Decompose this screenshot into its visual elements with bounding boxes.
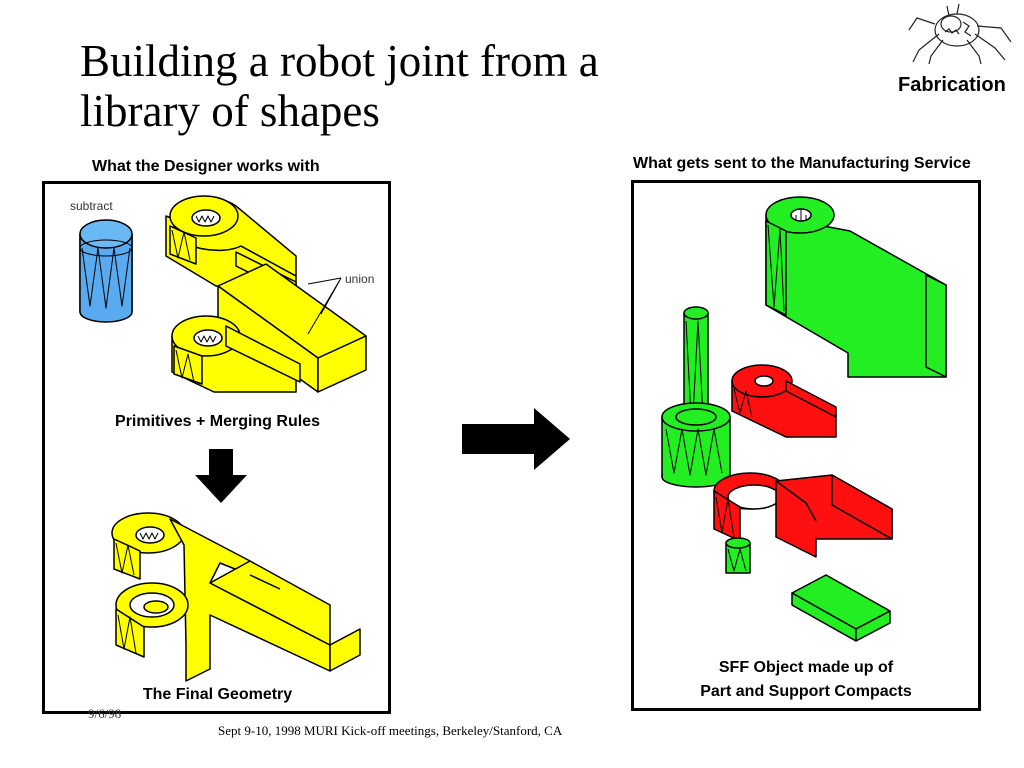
- lower-link: [171, 315, 301, 393]
- green-cylinder: [661, 402, 731, 488]
- down-arrow-icon: [195, 449, 247, 503]
- section-label: Fabrication: [898, 74, 1006, 96]
- red-link-lower: [713, 472, 893, 558]
- green-support-small: [791, 574, 891, 642]
- subtract-label: subtract: [70, 199, 113, 213]
- left-panel-header: What the Designer works with: [92, 158, 320, 175]
- footer-text: Sept 9-10, 1998 MURI Kick-off meetings, …: [218, 723, 563, 738]
- slide-title: Building a robot joint from a library of…: [80, 36, 599, 136]
- green-plug: [725, 537, 751, 574]
- manufacturing-drawing: [661, 196, 947, 642]
- right-panel-header: What gets sent to the Manufacturing Serv…: [633, 155, 971, 172]
- red-link-upper: [731, 364, 837, 438]
- final-geometry-drawing: [111, 512, 361, 682]
- spider-icon: [908, 3, 1012, 65]
- right-arrow-icon: [462, 408, 570, 470]
- union-label: union: [345, 272, 375, 286]
- sff-caption-line-2: Part and Support Compacts: [700, 683, 912, 700]
- title-line-1: Building a robot joint from a: [80, 36, 599, 86]
- subtract-cylinder: [79, 219, 133, 323]
- primitives-drawing: [79, 195, 367, 393]
- primitives-caption: Primitives + Merging Rules: [115, 413, 320, 430]
- sff-caption-line-1: SFF Object made up of: [718, 659, 894, 676]
- title-line-2: library of shapes: [80, 86, 380, 136]
- final-geometry-caption: The Final Geometry: [142, 686, 293, 703]
- green-support-large: [765, 196, 947, 378]
- footer-date: 9/6/98: [88, 706, 122, 721]
